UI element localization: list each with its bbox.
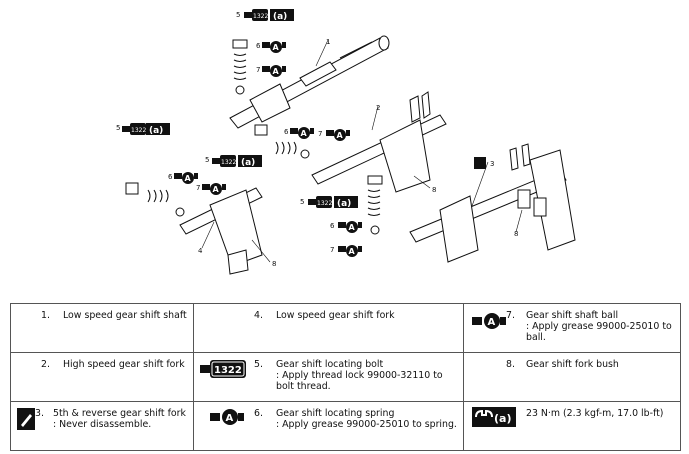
- legend-title: Low speed gear shift fork: [276, 310, 395, 321]
- callouts: 5 6 7 1 5 6 7 2 5 6 7 5 6 7 3 4 8 8 8: [116, 9, 518, 268]
- legend-title: Gear shift locating spring: [276, 408, 395, 419]
- legend-row-1: 1. Low speed gear shift shaft 4. Low spe…: [10, 303, 681, 353]
- legend-num: 3.: [35, 408, 44, 419]
- legend-title: Gear shift locating bolt: [276, 359, 384, 370]
- legend-num: 6.: [254, 408, 263, 419]
- legend-note: : Apply thread lock 99000-32110 to bolt …: [276, 370, 443, 392]
- torque-spec: 23 N·m (2.3 kgf-m, 17.0 lb-ft): [526, 408, 664, 419]
- legend-cell-torque: (a) 23 N·m (2.3 kgf-m, 17.0 lb-ft): [463, 401, 681, 451]
- legend-note: : Never disassemble.: [53, 419, 152, 430]
- legend-cell-7: A 7. Gear shift shaft ball : Apply greas…: [463, 303, 681, 353]
- fifth-reverse-shift-shaft: [409, 143, 576, 263]
- callout-6-top: 6: [256, 42, 261, 50]
- legend-cell-8: 8. Gear shift fork bush: [463, 352, 681, 402]
- callout-5-mid: 5: [205, 156, 209, 164]
- legend-num: 5.: [254, 359, 263, 370]
- legend-note: : Apply grease 99000-25010 to ball.: [526, 321, 672, 343]
- legend-row-3: 3. 5th & reverse gear shift fork : Never…: [10, 401, 681, 451]
- callout-6-right: 6: [330, 222, 335, 230]
- high-speed-shift-shaft: [311, 91, 447, 193]
- svg-text:A: A: [488, 317, 496, 328]
- callout-6-left: 6: [168, 173, 173, 181]
- callout-7-mid: 7: [318, 130, 322, 138]
- callout-7-right: 7: [330, 246, 334, 254]
- callout-8-right: 8: [514, 230, 518, 238]
- legend-num: 2.: [41, 359, 50, 370]
- callout-8-mid: 8: [432, 186, 436, 194]
- callout-7-top: 7: [256, 66, 260, 74]
- legend-title: Low speed gear shift shaft: [63, 310, 187, 321]
- callout-7-left: 7: [196, 184, 200, 192]
- callout-2: 2: [376, 104, 380, 112]
- callout-5-top: 5: [236, 11, 240, 19]
- legend-num: 4.: [254, 310, 263, 321]
- legend-num: 7.: [506, 310, 515, 321]
- legend-title: Gear shift fork bush: [526, 359, 619, 370]
- legend-cell-1: 1. Low speed gear shift shaft: [10, 303, 194, 353]
- legend-cell-2: 2. High speed gear shift fork: [10, 352, 194, 402]
- legend-cell-3: 3. 5th & reverse gear shift fork : Never…: [10, 401, 194, 451]
- legend-cell-5: 1322 5. Gear shift locating bolt : Apply…: [193, 352, 464, 402]
- legend-title: High speed gear shift fork: [63, 359, 185, 370]
- exploded-view-diagram: (a) A 1322: [116, 9, 576, 275]
- svg-text:(a): (a): [494, 412, 511, 425]
- legend-title: 5th & reverse gear shift fork: [53, 408, 186, 419]
- callout-5-right: 5: [300, 198, 304, 206]
- callout-4: 4: [198, 247, 203, 255]
- legend-title: Gear shift shaft ball: [526, 310, 619, 321]
- low-speed-shift-shaft: [229, 35, 390, 129]
- legend-num: 8.: [506, 359, 515, 370]
- legend-cell-6: A 6. Gear shift locating spring : Apply …: [193, 401, 464, 451]
- legend-row-2: 2. High speed gear shift fork 1322 5. Ge…: [10, 352, 681, 402]
- legend-cell-4: 4. Low speed gear shift fork: [193, 303, 464, 353]
- legend-note: : Apply grease 99000-25010 to spring.: [276, 419, 457, 430]
- grease-icon: A: [472, 313, 506, 329]
- torque-icon: (a): [472, 407, 516, 427]
- springs-and-bolts: [125, 39, 547, 235]
- low-speed-shift-fork-assembly: [179, 187, 263, 275]
- legend-num: 1.: [41, 310, 50, 321]
- do-not-disassemble-icon: [17, 408, 35, 430]
- callout-5-left: 5: [116, 124, 120, 132]
- threadlock-icon: 1322: [200, 360, 246, 378]
- callout-3: 3: [490, 160, 494, 168]
- callout-8-left: 8: [272, 260, 276, 268]
- callout-6-mid: 6: [284, 128, 289, 136]
- grease-icon: A: [210, 409, 244, 425]
- leader-lines: [201, 39, 523, 263]
- svg-text:A: A: [226, 413, 234, 424]
- svg-text:1322: 1322: [214, 365, 242, 376]
- parts-legend-table: 1. Low speed gear shift shaft 4. Low spe…: [10, 303, 681, 451]
- callout-1: 1: [326, 38, 330, 46]
